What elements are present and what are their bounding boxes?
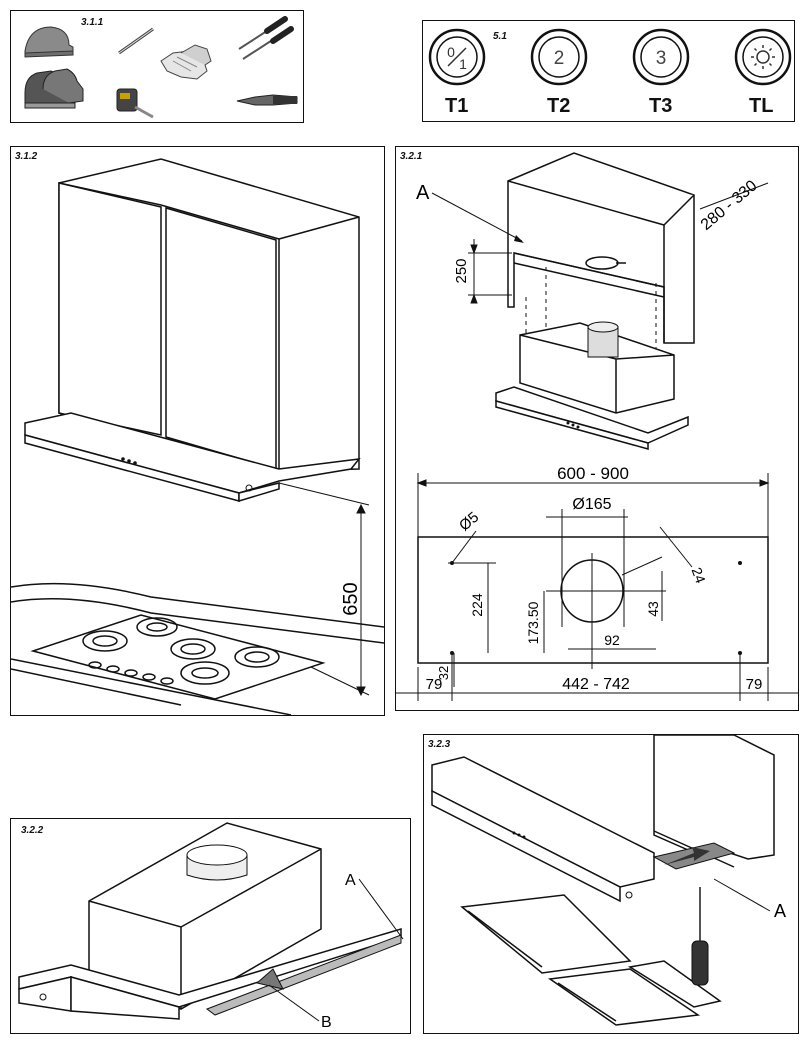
panel-controls: 5.1 0 1 2 3 [422,20,795,122]
t1-button[interactable]: 0 1 [428,28,486,86]
light-icon [751,45,775,69]
panel-label: 3.2.3 [428,739,451,750]
t2-label: T2 [547,95,571,117]
dim-17350-label: 173.50 [525,601,541,644]
wall-cabinet [58,158,360,472]
t2-glyph: 2 [554,48,565,69]
panel-hood: 3.2.2 A B [10,818,411,1034]
depth-dim-label: 280 - 330 [698,177,761,234]
panel-mounting: 3.2.1 [395,146,799,711]
callout-a: A [416,182,430,204]
t2-button[interactable]: 2 [530,28,588,86]
pencil-icon [118,27,154,55]
panel-filters: 3.2.3 A [423,734,799,1034]
tl-button[interactable] [734,28,792,86]
dim-224-label: 224 [469,593,485,617]
tools-illustration [24,16,298,119]
boots-icon [24,68,84,109]
hood-front [431,756,655,903]
tape-measure-icon [116,88,154,119]
tl-label: TL [749,95,774,117]
gloves-icon [160,44,212,80]
duct-collar [186,844,248,881]
hood-front [24,412,361,503]
svg-text:1: 1 [459,56,467,72]
hole-dia-label: Ø5 [456,509,482,535]
panel-tools: 3.1.1 [10,10,304,123]
panel-installed: 3.1.2 [10,146,385,716]
panel-label: 3.1.1 [81,17,104,28]
t3-label: T3 [649,95,673,117]
height-dimension [278,482,370,697]
dim-24-label: 24 [689,565,709,585]
utility-knife-icon [236,94,298,106]
grease-filters [460,894,722,1026]
dim-442-label: 442 - 742 [562,676,630,693]
callout-a: A [774,901,786,921]
dim-79-right-label: 79 [746,676,763,693]
installed-illustration: 650 [10,158,385,716]
screwdriver-icon [238,16,294,60]
t1-label: T1 [445,95,469,117]
dim-92-label: 92 [604,632,620,648]
t3-button[interactable]: 3 [632,28,690,86]
height-dimension [468,239,512,304]
wall-cabinet [507,152,695,344]
filter-rail [205,934,402,1016]
duct-circle [546,509,666,669]
template-width-label: 600 - 900 [557,464,629,483]
panel-label: 3.2.2 [21,825,44,836]
dim-79-left-label: 79 [426,676,443,693]
control-buttons: 0 1 2 3 [428,28,792,86]
bottom-dimensions [396,653,798,701]
panel-label: 3.2.1 [400,151,423,162]
height-dim-label: 650 [340,582,362,615]
hood-trim [18,927,402,1020]
screwdriver-icon [691,887,709,986]
countertop [10,582,385,716]
duct-dia-label: Ø165 [572,496,611,513]
callout-a: A [345,872,356,889]
t3-glyph: 3 [656,48,667,69]
dim-43-label: 43 [645,601,661,617]
helmet-icon [24,26,74,58]
panel-label: 5.1 [493,31,507,42]
drilling-template [416,473,770,664]
height-dim-label: 250 [453,258,470,283]
duct-collar [587,321,619,358]
callout-b: B [321,1014,332,1031]
dim-32-label: 32 [436,666,451,680]
filters-illustration: A [431,734,786,1026]
mounting-illustration: A 280 - 330 250 600 - 900 [396,152,798,701]
hood-illustration: A B [18,822,404,1031]
burners [82,617,280,685]
panel-label: 3.1.2 [15,151,38,162]
t1-glyph: 0 [447,44,455,60]
